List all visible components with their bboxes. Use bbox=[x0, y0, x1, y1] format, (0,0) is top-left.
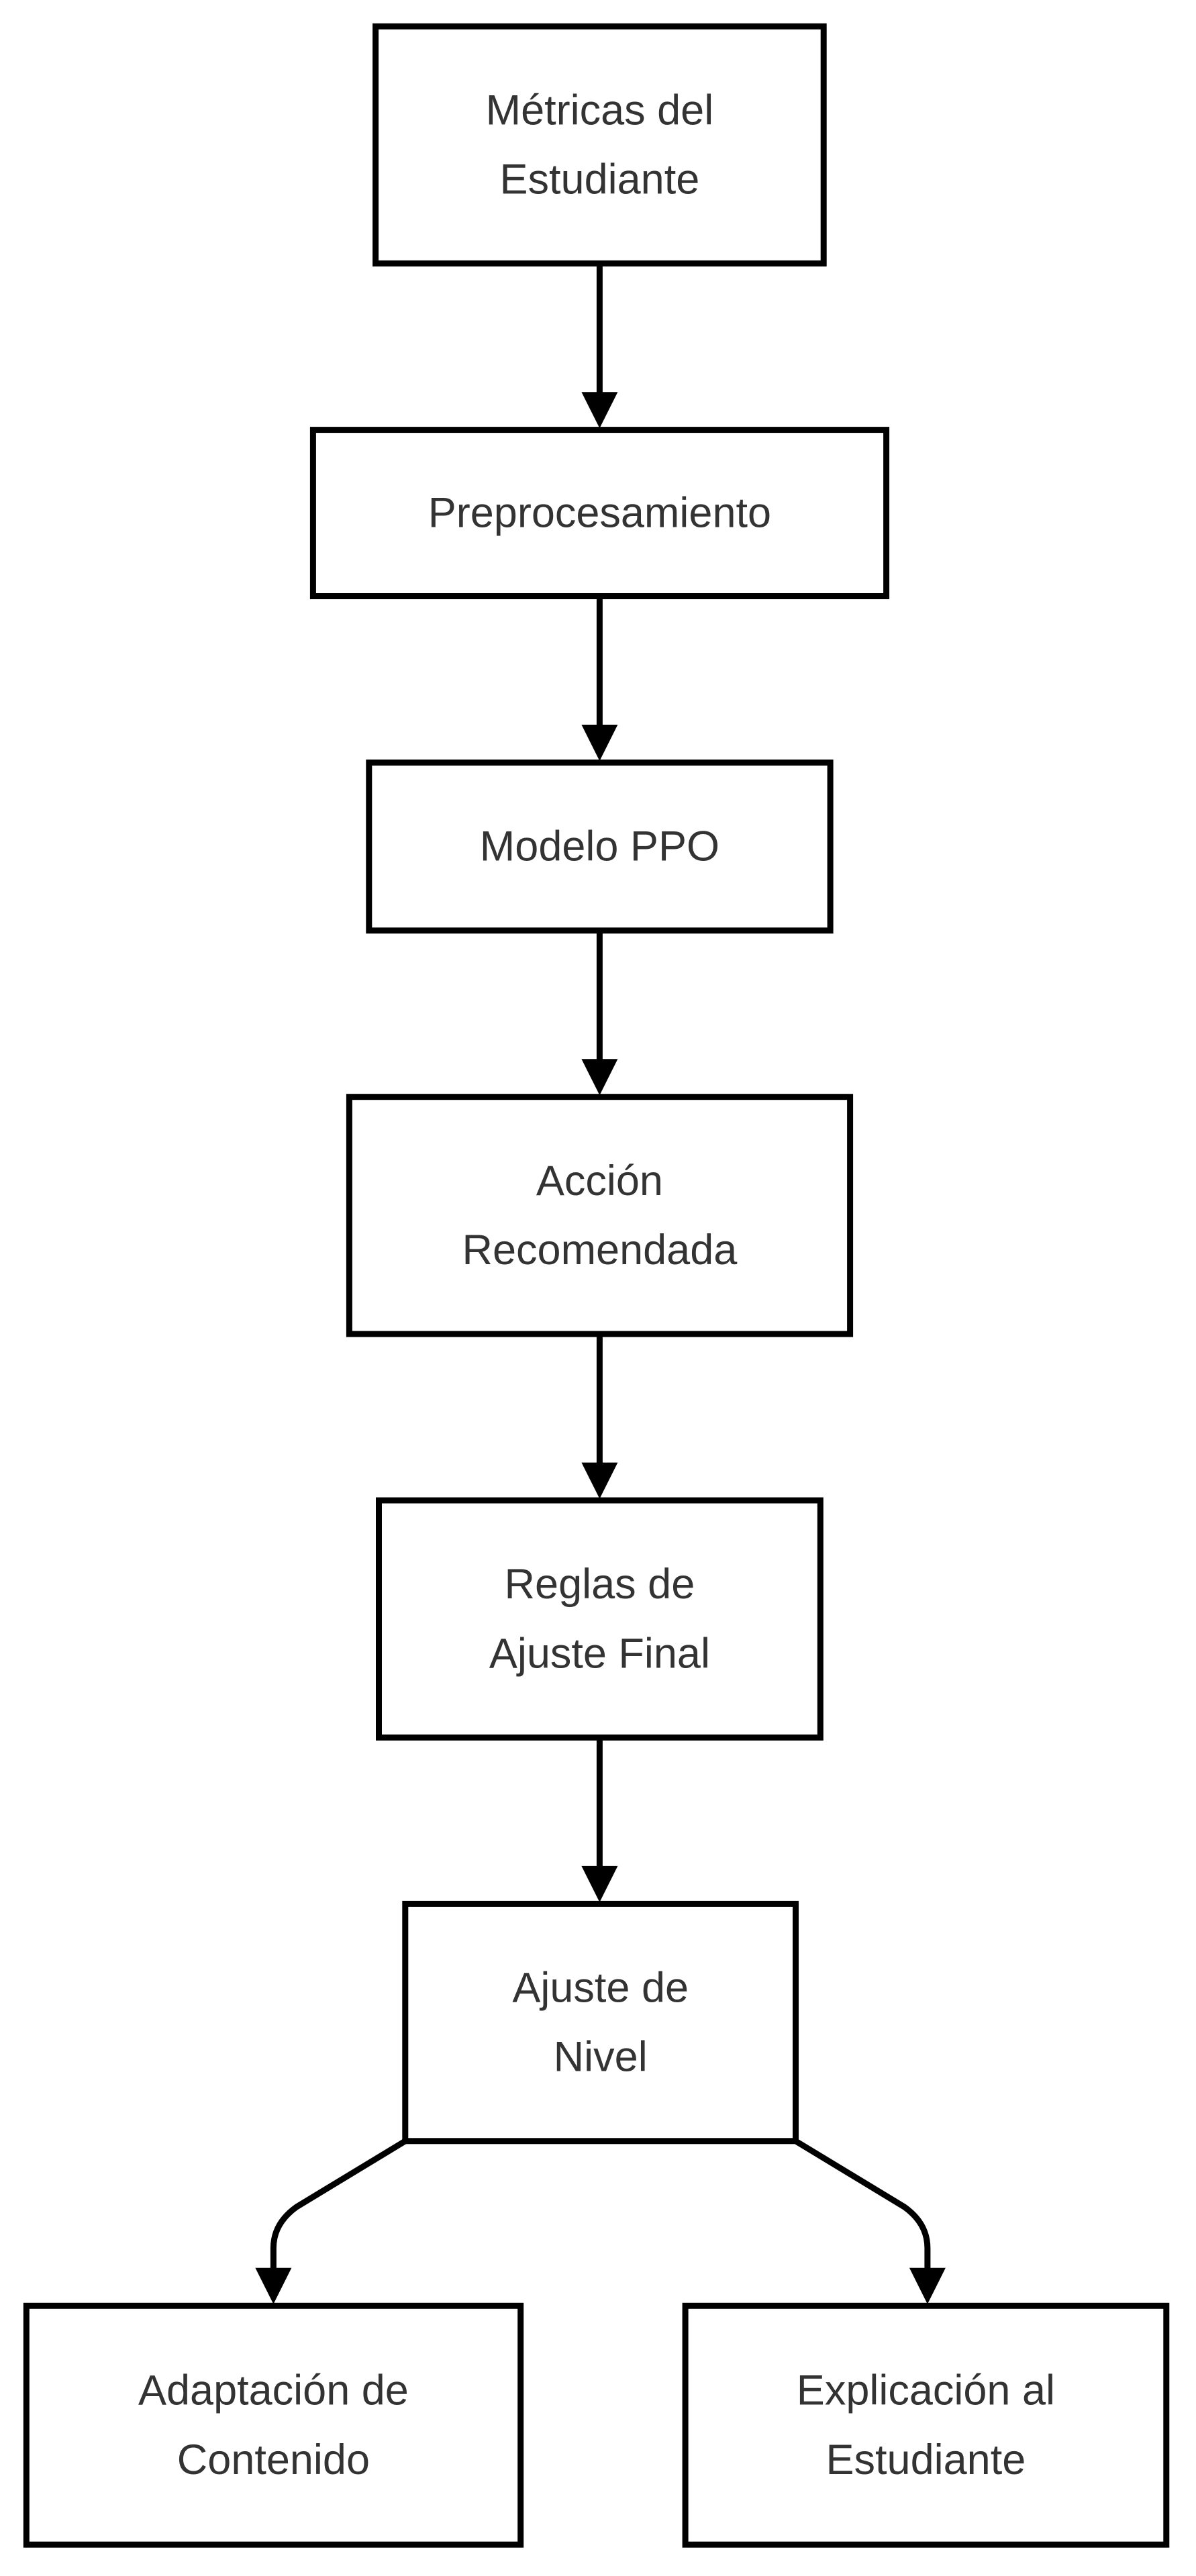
edge-line bbox=[270, 2138, 407, 2273]
arrow-head-icon bbox=[581, 1865, 618, 1902]
arrow-head-icon bbox=[581, 1462, 618, 1499]
arrow-head-icon bbox=[581, 392, 618, 429]
arrow-head-icon bbox=[581, 1059, 618, 1096]
node-modelo-ppo: Modelo PPO bbox=[366, 759, 834, 934]
node-label: Estudiante bbox=[826, 2436, 1026, 2483]
edge-preprocesamiento-to-modelo-ppo bbox=[581, 596, 618, 761]
node-box bbox=[23, 2302, 524, 2548]
arrow-head-icon bbox=[909, 2267, 946, 2304]
edges-layer bbox=[255, 263, 946, 2304]
node-box bbox=[372, 23, 827, 267]
node-label: Estudiante bbox=[500, 156, 700, 203]
nodes-layer: Métricas delEstudiantePreprocesamientoMo… bbox=[23, 23, 1170, 2548]
edge-reglas-to-ajuste-nivel bbox=[581, 1737, 618, 1902]
edge-metricas-to-preprocesamiento bbox=[581, 263, 618, 429]
node-label: Recomendada bbox=[462, 1227, 738, 1274]
node-label: Preprocesamiento bbox=[428, 490, 771, 537]
node-label: Acción bbox=[536, 1157, 663, 1204]
node-box bbox=[682, 2302, 1170, 2548]
node-reglas: Reglas de Ajuste Final bbox=[376, 1497, 824, 1741]
edge-accion-to-reglas bbox=[581, 1334, 618, 1499]
node-label: Contenido bbox=[177, 2436, 370, 2483]
node-box bbox=[402, 1900, 799, 2145]
node-label: Reglas de bbox=[505, 1561, 695, 1608]
node-label: Modelo PPO bbox=[480, 823, 719, 870]
edge-ajuste-nivel-to-explicacion bbox=[794, 2138, 946, 2304]
edge-modelo-ppo-to-accion bbox=[581, 930, 618, 1096]
arrow-head-icon bbox=[255, 2267, 292, 2304]
arrow-head-icon bbox=[581, 725, 618, 761]
node-label: Métricas del bbox=[486, 87, 714, 134]
node-label: Adaptación de bbox=[138, 2367, 409, 2414]
node-label: Explicación al bbox=[797, 2367, 1055, 2414]
node-preprocesamiento: Preprocesamiento bbox=[309, 427, 890, 599]
node-adaptacion: Adaptación de Contenido bbox=[23, 2302, 524, 2548]
node-label: Nivel bbox=[554, 2034, 648, 2081]
node-box bbox=[376, 1497, 824, 1741]
edge-line bbox=[794, 2138, 931, 2273]
node-explicacion: Explicación al Estudiante bbox=[682, 2302, 1170, 2548]
node-label: Ajuste Final bbox=[489, 1630, 710, 1677]
node-box bbox=[346, 1094, 854, 1337]
edge-ajuste-nivel-to-adaptacion bbox=[255, 2138, 407, 2304]
node-ajuste-nivel: Ajuste de Nivel bbox=[402, 1900, 799, 2145]
node-box bbox=[366, 759, 834, 934]
node-label: Ajuste de bbox=[512, 1965, 689, 2012]
node-box bbox=[309, 427, 890, 599]
